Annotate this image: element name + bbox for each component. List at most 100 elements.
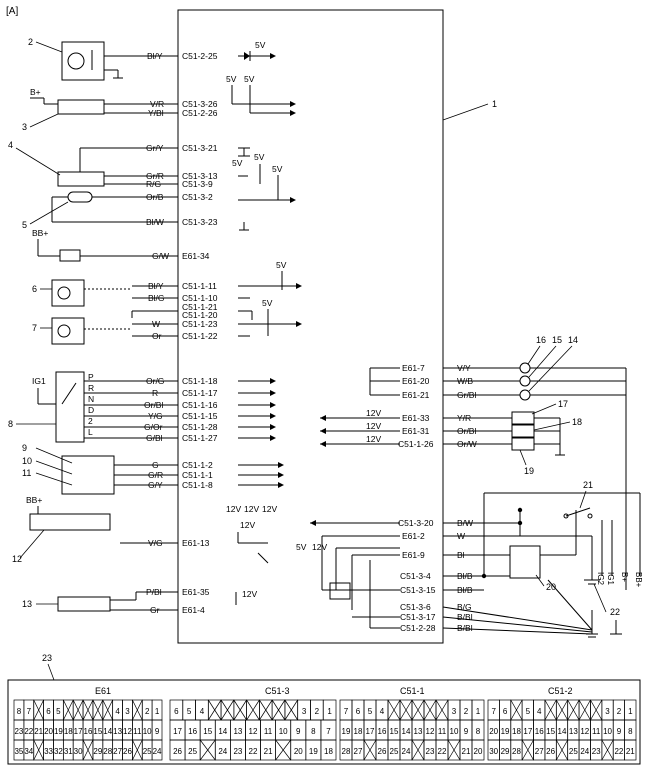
connector-pin-number: 6 [503, 707, 508, 716]
unused-pin-mark [132, 739, 143, 761]
pin: C51-3-13 [182, 171, 218, 181]
pin: E61-13 [182, 538, 210, 548]
connector-pin-number: 26 [546, 747, 555, 756]
wire-color: B/Bl [457, 612, 473, 622]
connector-pin-number: 2 [315, 707, 320, 716]
connector-pin-number: 14 [103, 727, 112, 736]
wire-color: Bl/B [457, 585, 473, 595]
pin: C51-2-26 [182, 108, 218, 118]
svg-text:20: 20 [546, 582, 556, 592]
connector-pin-number: 16 [378, 727, 387, 736]
connector-pin-number: 20 [294, 747, 303, 756]
connector-pin-number: 21 [34, 727, 43, 736]
svg-text:4: 4 [8, 140, 13, 150]
svg-text:B+: B+ [620, 572, 629, 582]
connector-pin-number: 5 [56, 707, 61, 716]
unused-pin-mark [447, 739, 461, 761]
connector-pin-number: 13 [414, 727, 423, 736]
svg-text:5V: 5V [272, 164, 283, 174]
connector-pin-number: 8 [476, 727, 481, 736]
wire-color: R [152, 388, 158, 398]
wire-color: Y/G [148, 411, 163, 421]
connector-pin-number: 16 [84, 727, 93, 736]
pin: C51-1-1 [182, 470, 213, 480]
connector-pin-number: 6 [356, 707, 361, 716]
connector-pin-number: 16 [535, 727, 544, 736]
svg-text:11: 11 [22, 468, 31, 478]
connector-pin-number: 3 [452, 707, 457, 716]
switch-19 [511, 437, 535, 451]
sensor-7 [51, 317, 85, 345]
unused-pin-mark [132, 699, 143, 721]
pin: E61-34 [182, 251, 210, 261]
connector-pin-number: 23 [592, 747, 601, 756]
pin: C51-3-2 [182, 192, 213, 202]
svg-text:BB+: BB+ [26, 495, 42, 505]
connector-pin-number: 14 [218, 727, 227, 736]
wire-color: Or/Bl [144, 400, 163, 410]
connector-pin-number: 7 [27, 707, 32, 716]
wire-color: G [152, 460, 159, 470]
pin: C51-2-28 [400, 623, 436, 633]
wire-color: B/G [457, 602, 472, 612]
svg-text:5V: 5V [232, 158, 243, 168]
wire-color: B/W [457, 518, 473, 528]
svg-text:8: 8 [8, 419, 13, 429]
svg-text:P: P [88, 372, 94, 382]
svg-text:5V: 5V [244, 74, 255, 84]
pin: C51-3-9 [182, 179, 213, 189]
pin: C51-3-20 [398, 518, 434, 528]
lamp-15 [519, 375, 531, 387]
svg-text:3: 3 [22, 122, 27, 132]
wire-color: Bl/Y [148, 281, 164, 291]
connector-pin-number: 2 [617, 707, 622, 716]
svg-text:BB+: BB+ [32, 228, 48, 238]
pin: C51-1-26 [398, 439, 434, 449]
connector-pin-number: 18 [512, 727, 521, 736]
svg-text:13: 13 [22, 599, 32, 609]
connector-pin-number: 8 [311, 727, 316, 736]
wire-color: G/Or [144, 422, 163, 432]
connector-pin-number: 34 [24, 747, 33, 756]
svg-text:5V: 5V [262, 298, 273, 308]
connector-pin-number: 3 [125, 707, 130, 716]
connector-pin-number: 7 [326, 727, 331, 736]
svg-text:12V: 12V [242, 589, 257, 599]
wire-color: Bl/W [146, 217, 164, 227]
wire-color: Bl/B [457, 571, 473, 581]
switch-e61-34 [59, 249, 81, 262]
unused-pin-mark [275, 739, 292, 761]
unused-pin-mark [72, 699, 84, 721]
connector-pin-number: 4 [380, 707, 385, 716]
comp-2-label: 2 [28, 37, 33, 47]
pin: E61-20 [402, 376, 430, 386]
ecu-box [177, 9, 444, 644]
unused-pin-mark [208, 699, 222, 721]
unused-pin-mark [521, 739, 534, 761]
pin: C51-3-21 [182, 143, 218, 153]
wire-color: V/Y [457, 363, 471, 373]
connector-pin-number: 27 [354, 747, 363, 756]
connector-pin-number: 20 [474, 747, 483, 756]
pin: C51-1-8 [182, 480, 213, 490]
svg-text:N: N [88, 394, 94, 404]
svg-text:B+: B+ [30, 87, 41, 97]
pin: C51-2-25 [182, 51, 218, 61]
unused-pin-mark [590, 699, 603, 721]
pin: C51-3-15 [400, 585, 436, 595]
ecu-ref: 1 [492, 99, 497, 109]
svg-text:5V: 5V [255, 40, 266, 50]
unused-pin-mark [544, 699, 557, 721]
pin: E61-2 [402, 531, 425, 541]
connector-pin-number: 24 [580, 747, 589, 756]
svg-text:2: 2 [88, 416, 93, 426]
svg-text:BB+: BB+ [634, 572, 643, 588]
wire-color: G/Bl [146, 433, 163, 443]
connector-pin-number: 20 [489, 727, 498, 736]
wire-color: Gr/Bl [457, 390, 476, 400]
connector-pin-number: 12 [123, 727, 132, 736]
connector-pin-number: 29 [93, 747, 102, 756]
lamp-14 [519, 389, 531, 401]
